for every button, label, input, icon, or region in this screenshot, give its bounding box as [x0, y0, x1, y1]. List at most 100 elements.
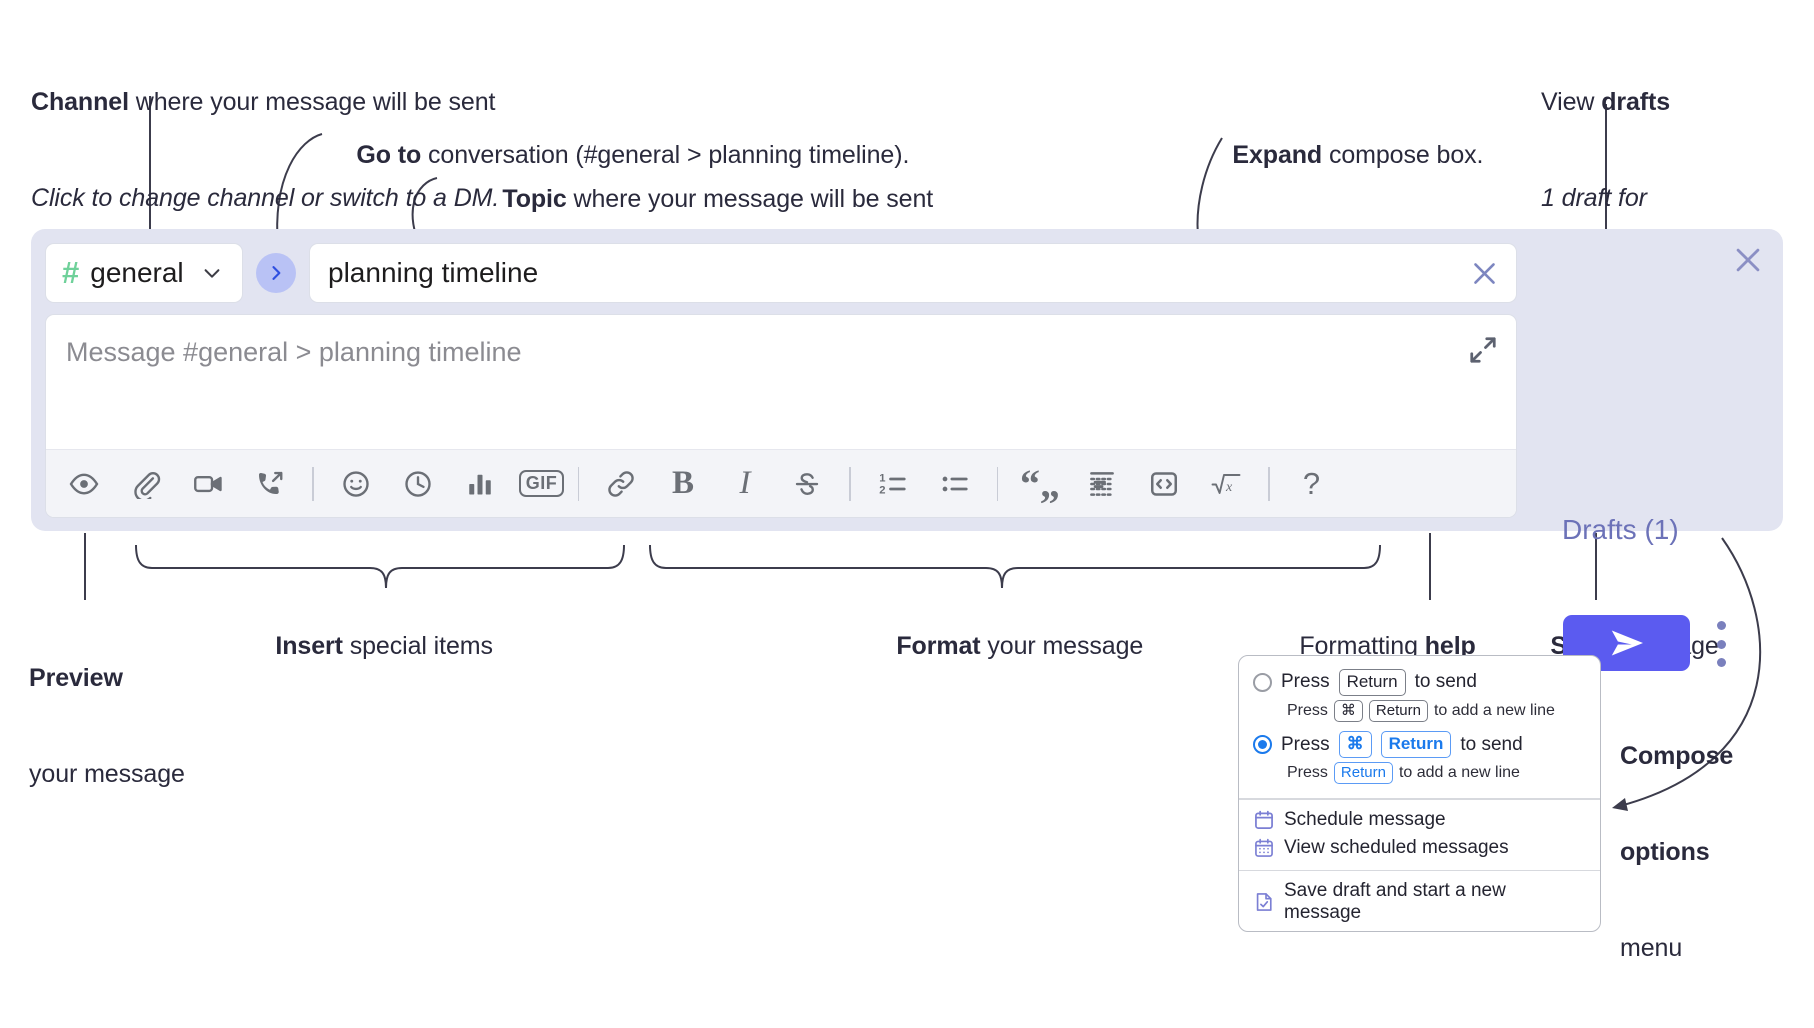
toolbar-divider: [577, 466, 579, 501]
radio-unselected-icon[interactable]: [1253, 672, 1272, 692]
expand-compose-button[interactable]: [1468, 335, 1498, 365]
bullet-list-button[interactable]: [931, 460, 979, 508]
blockquote-button[interactable]: “„: [1016, 460, 1064, 508]
more-options-dot: [1716, 639, 1726, 649]
ordered-list-button[interactable]: 1 2: [869, 460, 917, 508]
code-block-button[interactable]: [1078, 460, 1126, 508]
message-placeholder: Message #general > planning timeline: [66, 337, 522, 367]
bold-button[interactable]: B: [659, 460, 707, 508]
menu-option-return-to-send[interactable]: Press Return to send: [1239, 666, 1600, 699]
menu-item-label: View scheduled messages: [1284, 836, 1509, 858]
record-audio-button[interactable]: [246, 460, 294, 508]
poll-button[interactable]: [456, 460, 504, 508]
code-block-icon: [1090, 471, 1114, 496]
option1-sub-tail: to add a new line: [1433, 702, 1555, 720]
record-video-button[interactable]: [184, 460, 232, 508]
chevron-down-icon: [201, 262, 223, 284]
topic-input[interactable]: planning timeline: [309, 243, 1517, 303]
option2-sub-key-return: Return: [1333, 762, 1393, 785]
toolbar-divider: [312, 466, 314, 501]
annotation-compose-bold2: options: [1620, 838, 1710, 866]
toolbar-divider: [849, 466, 851, 501]
calendar-grid-icon: [1253, 837, 1275, 859]
svg-text:1: 1: [879, 472, 885, 484]
option1-sub-key-cmd: ⌘: [1333, 699, 1363, 723]
annotation-drafts-lead: View: [1541, 88, 1602, 116]
compose-card: # general planning timeline: [45, 242, 1517, 518]
strikethrough-button[interactable]: [783, 460, 831, 508]
menu-option-return-subtext: Press ⌘ Return to add a new line: [1239, 699, 1600, 728]
option2-press: Press: [1281, 733, 1330, 755]
video-camera-icon: [194, 475, 222, 492]
menu-item-schedule-message[interactable]: Schedule message: [1239, 806, 1600, 834]
formatting-help-button[interactable]: ?: [1288, 460, 1336, 508]
compose-options-button[interactable]: [1710, 621, 1732, 667]
emoji-button[interactable]: [332, 460, 380, 508]
preview-button[interactable]: [60, 460, 108, 508]
more-options-dot: [1716, 658, 1726, 667]
toolbar-divider: [996, 466, 998, 501]
annotation-format: Format your message: [869, 598, 1143, 694]
option1-press: Press: [1281, 671, 1330, 693]
radio-selected-icon[interactable]: [1253, 735, 1272, 755]
code-brackets-icon: [1150, 471, 1177, 496]
annotation-preview-rest: your message: [29, 760, 185, 788]
clock-icon: [404, 470, 431, 497]
attach-file-button[interactable]: [122, 460, 170, 508]
code-snippet-button[interactable]: [1140, 460, 1188, 508]
eye-icon: [69, 473, 99, 494]
compose-header-row: # general planning timeline: [45, 242, 1517, 304]
message-input-box[interactable]: Message #general > planning timeline: [45, 314, 1517, 518]
toolbar-divider: [1268, 466, 1270, 501]
close-icon: [1736, 248, 1760, 272]
option1-sub-key-return: Return: [1368, 699, 1428, 723]
annotation-goto: Go to conversation (#general > planning …: [329, 107, 909, 203]
topic-clear-button[interactable]: [1469, 258, 1500, 289]
italic-button[interactable]: I: [721, 460, 769, 508]
option2-key-return: Return: [1380, 731, 1452, 759]
goto-conversation-button[interactable]: [256, 253, 296, 293]
hash-icon: #: [62, 254, 80, 290]
math-sqrt-icon: x: [1211, 473, 1241, 495]
document-check-icon: [1253, 891, 1275, 913]
channel-name-label: general: [90, 257, 184, 288]
more-options-dot: [1716, 621, 1726, 630]
bold-icon: B: [671, 465, 694, 501]
option2-sub-tail: to add a new line: [1398, 764, 1520, 782]
annotation-format-rest: your message: [980, 632, 1144, 660]
annotation-channel-bold: Channel: [31, 88, 129, 116]
option2-key-cmd: ⌘: [1338, 731, 1372, 759]
menu-item-view-scheduled-messages[interactable]: View scheduled messages: [1239, 834, 1600, 862]
link-icon: [608, 470, 634, 497]
math-button[interactable]: x: [1202, 460, 1250, 508]
gif-button[interactable]: GIF: [518, 460, 566, 508]
compose-options-menu: Press Return to send Press ⌘ Return to a…: [1238, 655, 1601, 933]
annotation-compose-bold1: Compose: [1620, 742, 1734, 770]
annotation-channel: Channel where your message will be sent …: [31, 22, 499, 278]
option2-sub-press: Press: [1287, 764, 1328, 782]
huddle-phone-icon: [258, 471, 283, 494]
option1-sub-press: Press: [1287, 702, 1328, 720]
drafts-link[interactable]: Drafts (1): [1562, 514, 1679, 545]
menu-option-cmd-return-to-send[interactable]: Press ⌘ Return to send: [1239, 728, 1600, 761]
option1-tail: to send: [1414, 671, 1477, 693]
annotation-compose-options: Compose options menu: [1620, 676, 1733, 1028]
annotation-topic-rest: where your message will be sent: [566, 185, 934, 213]
gif-icon: GIF: [518, 469, 565, 498]
bar-chart-icon: [468, 474, 491, 494]
annotation-drafts-italic1: 1 draft for: [1541, 184, 1647, 212]
annotation-insert: Insert special items: [248, 598, 493, 694]
annotation-insert-bold: Insert: [275, 632, 343, 660]
annotated-screenshot: Channel where your message will be sent …: [0, 0, 1814, 944]
channel-selector[interactable]: # general: [45, 243, 243, 303]
panel-close-button[interactable]: [1731, 243, 1765, 277]
menu-divider: [1239, 798, 1600, 800]
menu-option-cmd-return-subtext: Press Return to add a new line: [1239, 761, 1600, 790]
strikethrough-icon: [795, 472, 819, 495]
annotation-insert-rest: special items: [342, 632, 493, 660]
link-button[interactable]: [597, 460, 645, 508]
menu-item-label: Save draft and start a new message: [1284, 880, 1506, 924]
blockquote-icon: “„: [1020, 460, 1060, 506]
menu-item-save-draft[interactable]: Save draft and start a new message: [1239, 877, 1600, 927]
schedule-send-button[interactable]: [394, 460, 442, 508]
